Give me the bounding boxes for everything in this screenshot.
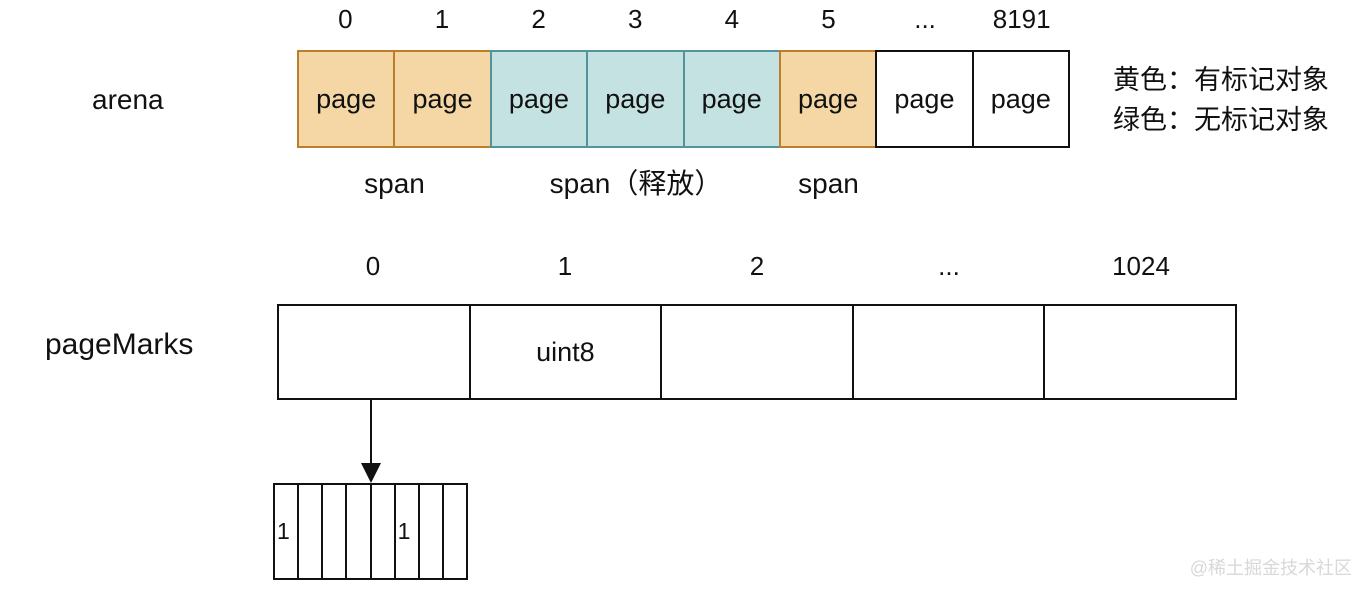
bit-cell [369, 483, 396, 580]
bit-cell: 1 [393, 483, 420, 580]
pagemarks-index-row: 0 1 2 ... 1024 [277, 248, 1237, 284]
arena-index: 0 [338, 4, 353, 34]
bit-cell [321, 483, 348, 580]
arena-index: 5 [821, 4, 836, 34]
span-label: span [364, 168, 425, 199]
color-legend: 黄色：有标记对象 绿色：无标记对象 [1113, 60, 1329, 140]
arena-cell: page [682, 50, 781, 148]
pagemarks-index: 1 [557, 251, 573, 281]
arena-index: 8191 [992, 4, 1051, 34]
pagemarks-cell [851, 304, 1046, 400]
arena-label: arena [92, 84, 164, 115]
bit-cell [417, 483, 444, 580]
arena-cell: page [586, 50, 685, 148]
pagemarks-index: 2 [749, 251, 765, 281]
span-label: span [798, 168, 859, 199]
bit-cell [297, 483, 324, 580]
bit-cell [345, 483, 372, 580]
arena-index-row: 0 1 2 3 4 5 ... 8191 [297, 2, 1070, 36]
pagemarks-cell [277, 304, 471, 400]
arena-index: ... [914, 4, 936, 34]
pagemarks-index: 0 [365, 251, 381, 281]
arena-index: 2 [531, 4, 546, 34]
legend-line-green: 绿色：无标记对象 [1113, 105, 1329, 135]
legend-line-yellow: 黄色：有标记对象 [1113, 65, 1329, 95]
bit-cell [441, 483, 468, 580]
bit-cell: 1 [273, 483, 300, 580]
arena-cell: page [393, 50, 492, 148]
arena-row: page page page page page page page page [297, 50, 1070, 148]
pagemarks-row: uint8 [277, 304, 1237, 400]
arena-cell: page [971, 50, 1070, 148]
pointer-arrow-line [370, 400, 372, 468]
watermark: @稀土掘金技术社区 [1189, 558, 1352, 578]
pagemarks-cell: uint8 [468, 304, 663, 400]
arena-index: 3 [627, 4, 643, 34]
pagemarks-cell [660, 304, 854, 400]
arena-cell: page [489, 50, 589, 148]
pagemarks-label: pageMarks [45, 328, 194, 361]
pointer-arrow-head-icon [361, 463, 381, 483]
arena-cell: page [297, 50, 396, 148]
arena-cell: page [778, 50, 878, 148]
arena-index: 1 [434, 4, 450, 34]
arena-cell: page [875, 50, 974, 148]
pagemarks-index: ... [938, 251, 960, 281]
pagemarks-index: 1024 [1112, 251, 1170, 281]
arena-index: 4 [724, 4, 740, 34]
pagemarks-cell [1043, 304, 1237, 400]
bit-array: 1 1 [273, 483, 468, 580]
span-label-released: span（释放） [549, 168, 723, 199]
